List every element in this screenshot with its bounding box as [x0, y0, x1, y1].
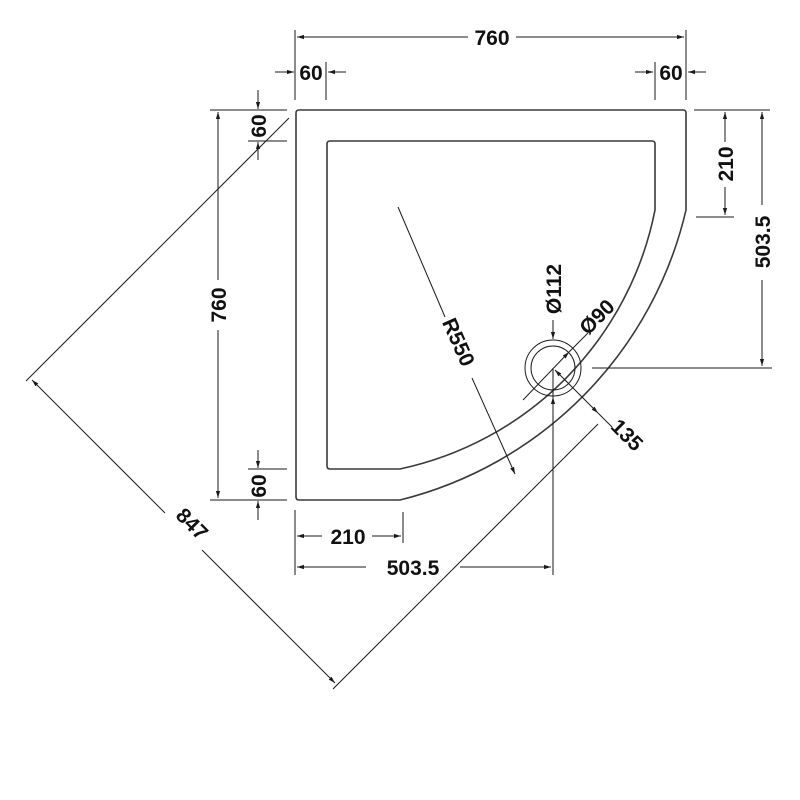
dim-label-radius: R550: [437, 315, 478, 370]
dim-waste-horizontal: 503.5: [297, 400, 554, 580]
dim-overall-depth: 760: [208, 109, 287, 501]
tray-inner-outline: [326, 140, 656, 470]
dim-waste-vertical: 503.5: [592, 112, 775, 369]
dim-label-right-straight: 210: [715, 146, 738, 181]
dim-left-rim: 60: [275, 62, 346, 100]
dim-label-bottom-rim: 60: [248, 474, 271, 497]
dim-label-right-rim: 60: [659, 62, 682, 85]
dim-waste-outer-diameter: Ø112: [543, 264, 566, 420]
dim-label-diagonal: 847: [171, 504, 212, 545]
dim-diagonal: 847: [25, 117, 599, 690]
dim-right-rim: 60: [635, 62, 706, 100]
dim-label-waste-outer-diameter: Ø112: [543, 264, 566, 314]
dim-label-overall-depth: 760: [208, 287, 231, 322]
dim-right-straight: 210: [694, 109, 770, 218]
dim-top-rim: 60: [248, 90, 287, 160]
dim-label-waste-inner-diameter: Ø90: [575, 295, 619, 339]
dim-waste-inner-diameter: Ø90: [522, 295, 620, 401]
dim-label-waste-vertical: 503.5: [752, 215, 775, 268]
tray-outer-outline: [295, 109, 687, 501]
dim-bottom-straight: 210: [294, 510, 404, 575]
dim-label-overall-width: 760: [474, 27, 509, 50]
dim-radius: R550: [397, 206, 516, 475]
dim-label-left-rim: 60: [299, 62, 322, 85]
dim-overall-width: 760: [294, 27, 687, 100]
dim-bottom-rim: 60: [248, 450, 287, 520]
dim-label-waste-horizontal: 503.5: [387, 557, 440, 580]
dim-label-waste-to-edge: 135: [606, 415, 647, 456]
dim-label-top-rim: 60: [248, 114, 271, 137]
dim-label-bottom-straight: 210: [330, 526, 365, 549]
